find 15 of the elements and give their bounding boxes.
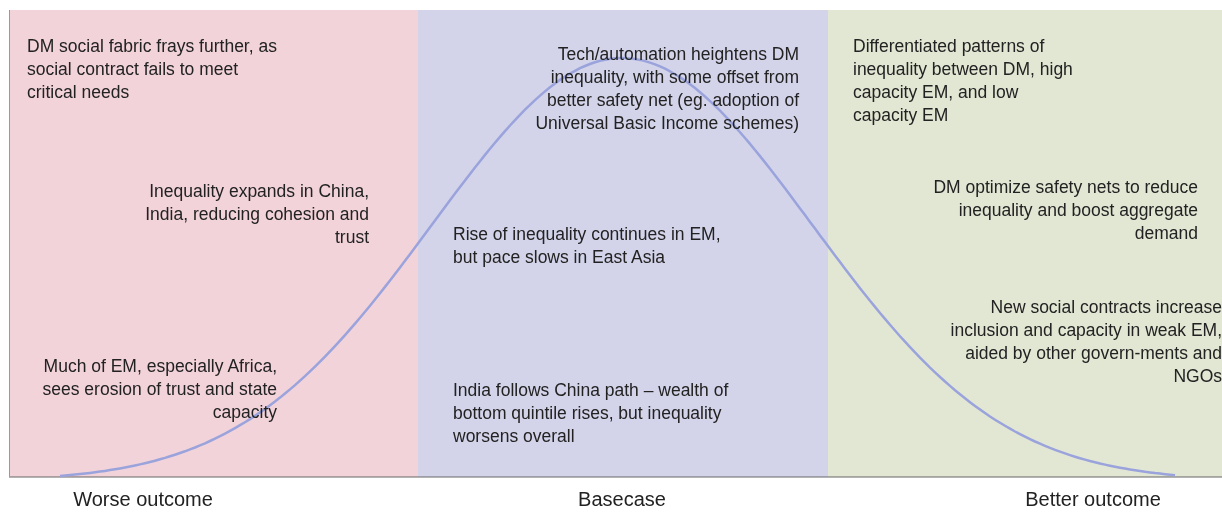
scenario-text: DM optimize safety nets to reduce inequality and boost aggregate demand — [932, 176, 1198, 245]
scenario-text: Rise of inequality continues in EM, but pace slows in East Asia — [453, 223, 722, 269]
scenario-text: DM social fabric frays further, as social contract fails to meet critical needs — [27, 35, 277, 104]
outcome-label: Better outcome — [1025, 487, 1161, 511]
scenario-text: Tech/automation heightens DM inequality, with some offset from better safety net (eg. adoption of Universal Basic Income schemes) — [534, 43, 799, 135]
scenario-text: India follows China path – wealth of bottom quintile rises, but inequality worsens overall — [453, 379, 730, 448]
scenario-band — [828, 10, 1222, 477]
scenario-text: New social contracts increase inclusion and capacity in weak EM, aided by other govern-ments and NGOs — [949, 296, 1222, 388]
scenario-band — [9, 10, 418, 477]
outcome-label: Basecase — [578, 487, 666, 511]
outcome-label: Worse outcome — [73, 487, 213, 511]
scenario-text: Differentiated patterns of inequality between DM, high capacity EM, and low capacity EM — [853, 35, 1074, 127]
scenario-band — [418, 10, 828, 477]
scenario-text: Inequality expands in China, India, reducing cohesion and trust — [144, 180, 369, 249]
scenario-text: Much of EM, especially Africa, sees erosion of trust and state capacity — [41, 355, 277, 424]
